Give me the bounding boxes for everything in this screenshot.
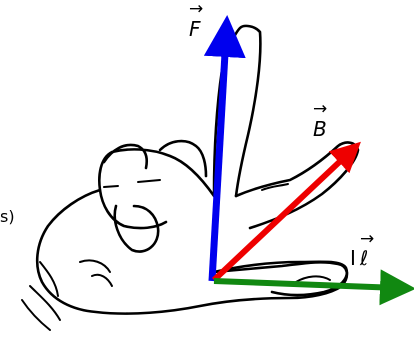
current-label-symbol: ℓ (359, 246, 368, 270)
field-label-text: B (313, 117, 327, 141)
middle-finger-outline (236, 143, 358, 228)
force-label: → F (189, 0, 203, 41)
curled-finger-line-2 (138, 180, 160, 182)
curled-finger-knuckle-1 (104, 145, 147, 168)
current-label: I → ℓ (350, 229, 374, 270)
force-label-text: F (189, 17, 201, 41)
current-label-prefix: I (350, 246, 356, 270)
palm-crease-2 (92, 275, 112, 286)
ring-finger-outline (160, 141, 206, 176)
field-label-arrow: → (313, 99, 327, 119)
field-label: → B (313, 99, 327, 141)
current-vector-arrow (214, 281, 398, 288)
wrist-crease-3 (22, 300, 50, 330)
curled-finger-line-1 (104, 186, 118, 187)
clipped-edge-text: s) (0, 207, 15, 226)
curled-fingers-outline (99, 149, 214, 228)
palm-crease (80, 260, 110, 272)
thumb-nail (296, 276, 330, 282)
